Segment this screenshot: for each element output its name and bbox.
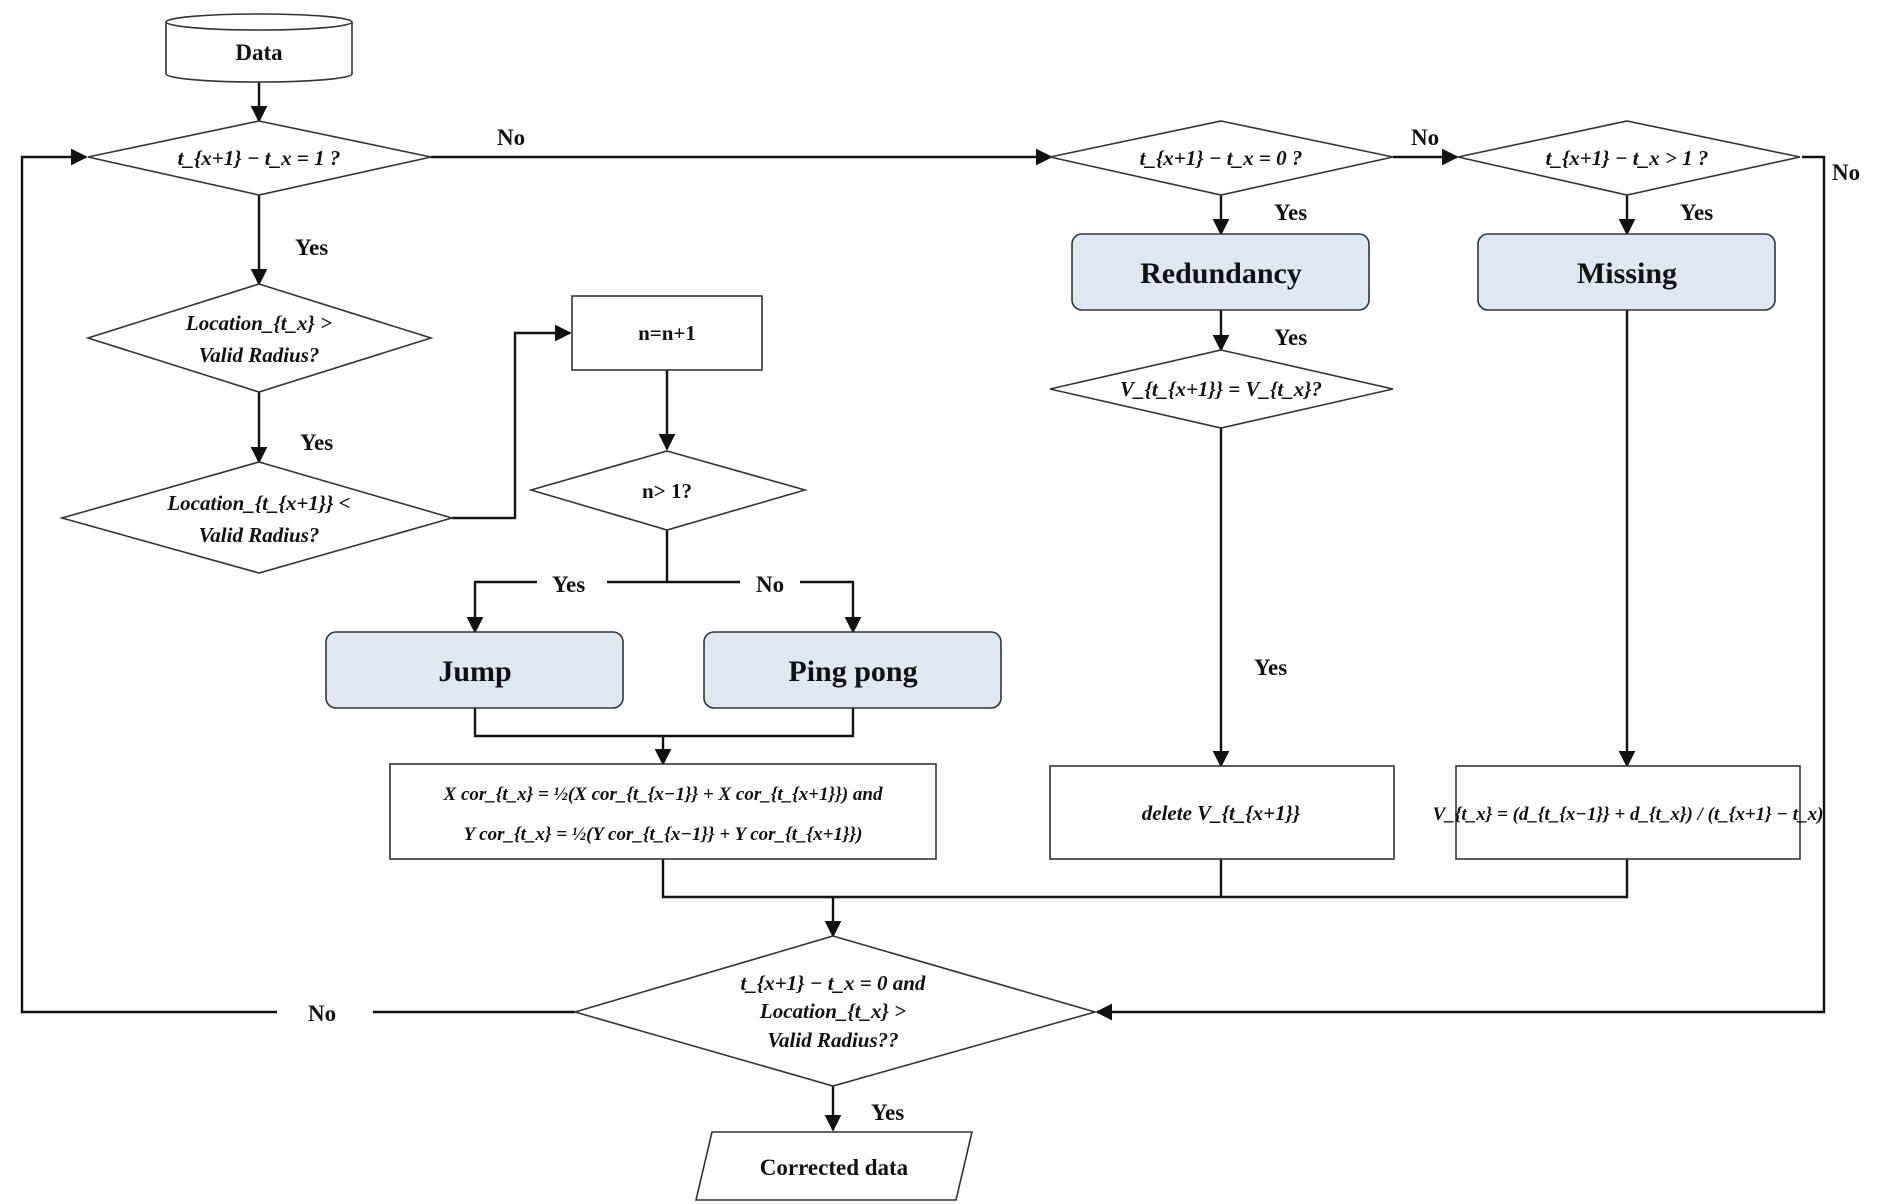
end-corrected-data-label: Corrected data [760,1155,909,1180]
edge-d3-final-no [1095,155,1826,1021]
edge-final-d1-no [20,148,575,1014]
process-counter: n=n+1 [571,295,763,371]
process-coordinate-correction-line2: Y cor_{t_x} = ½(Y cor_{t_{x−1}} + Y cor_… [464,824,863,845]
label-yes-redundancy: Yes [1274,325,1307,350]
label-gap [537,570,607,596]
label-no-d6: No [756,572,784,597]
edge-bottom-merge [661,859,1629,899]
decision-time-diff-gt-1: t_{x+1} − t_x > 1 ? [1457,120,1801,196]
decision-next-location-lt-radius-line2: Valid Radius? [199,523,320,547]
process-missing: Missing [1477,233,1776,311]
edge-jump-pingpong-merge [473,708,855,738]
label-no-d3: No [1832,160,1860,185]
process-missing-label: Missing [1577,257,1677,290]
label-yes-d2: Yes [1274,200,1307,225]
label-no-d1: No [497,125,525,150]
edge-labels: No No No No Yes Yes Yes No Yes Yes Yes Y… [277,125,1860,1125]
decision-location-gt-radius-line2: Valid Radius? [199,343,320,367]
label-yes-d1: Yes [295,235,328,260]
end-corrected-data: Corrected data [694,1131,974,1201]
edge-d5-counter [452,324,572,520]
process-coordinate-correction: X cor_{t_x} = ½(X cor_{t_{x−1}} + X cor_… [389,763,937,860]
label-yes-d3: Yes [1680,200,1713,225]
label-yes-d7: Yes [1254,655,1287,680]
decision-location-gt-radius: Location_{t_x} > Valid Radius? [85,283,434,393]
decision-time-diff-gt-1-text: t_{x+1} − t_x > 1 ? [1546,146,1709,170]
process-redundancy-label: Redundancy [1140,257,1302,290]
process-interpolation-text: V_{t_x} = (d_{t_{x−1}} + d_{t_x}) / (t_{… [1433,804,1824,825]
decision-velocity-equal-text: V_{t_{x+1}} = V_{t_x}? [1120,377,1322,401]
label-yes-d6: Yes [552,572,585,597]
process-ping-pong-box [703,631,1002,709]
start-data-node: Data [165,13,353,83]
process-delete: delete V_{t_{x+1}} [1049,765,1395,860]
label-gap [277,999,373,1027]
process-redundancy-box [1071,233,1370,311]
process-jump: Jump [325,631,624,709]
decision-time-diff-0: t_{x+1} − t_x = 0 ? [1049,120,1394,196]
decision-time-diff-1: t_{x+1} − t_x = 1 ? [87,120,432,196]
process-counter-text: n=n+1 [638,321,696,345]
start-label: Data [235,40,283,65]
decision-n-gt-1-text: n> 1? [642,479,692,503]
connectors [20,82,1826,1132]
decision-velocity-equal: V_{t_{x+1}} = V_{t_x}? [1049,349,1394,429]
decision-final-check: t_{x+1} − t_x = 0 and Location_{t_x} > V… [572,935,1098,1087]
label-yes-final: Yes [871,1100,904,1125]
decision-final-check-line3: Valid Radius?? [767,1028,898,1052]
label-gap [740,570,800,596]
process-jump-label: Jump [438,655,511,688]
decision-final-check-line2: Location_{t_x} > [759,999,906,1023]
decision-time-diff-1-text: t_{x+1} − t_x = 1 ? [178,146,341,170]
label-yes-d4: Yes [300,430,333,455]
process-ping-pong-label: Ping pong [788,655,917,688]
label-no-d2: No [1411,125,1439,150]
decision-final-check-line1: t_{x+1} − t_x = 0 and [741,971,926,995]
decision-n-gt-1: n> 1? [528,450,808,531]
decision-time-diff-0-text: t_{x+1} − t_x = 0 ? [1140,146,1303,170]
process-missing-box [1477,233,1776,311]
decision-location-gt-radius-line1: Location_{t_x} > [185,311,332,335]
process-ping-pong: Ping pong [703,631,1002,709]
process-interpolation: V_{t_x} = (d_{t_{x−1}} + d_{t_x}) / (t_{… [1433,765,1824,860]
process-delete-text: delete V_{t_{x+1}} [1142,801,1301,825]
decision-next-location-lt-radius-line1: Location_{t_{x+1}} < [166,491,350,515]
decision-next-location-lt-radius: Location_{t_{x+1}} < Valid Radius? [59,461,455,574]
process-redundancy: Redundancy [1071,233,1370,311]
edge-d6-pingpong-no [667,580,862,634]
process-jump-box [325,631,624,709]
label-no-final: No [308,1001,336,1026]
process-coordinate-correction-line1: X cor_{t_x} = ½(X cor_{t_{x−1}} + X cor_… [443,784,883,805]
